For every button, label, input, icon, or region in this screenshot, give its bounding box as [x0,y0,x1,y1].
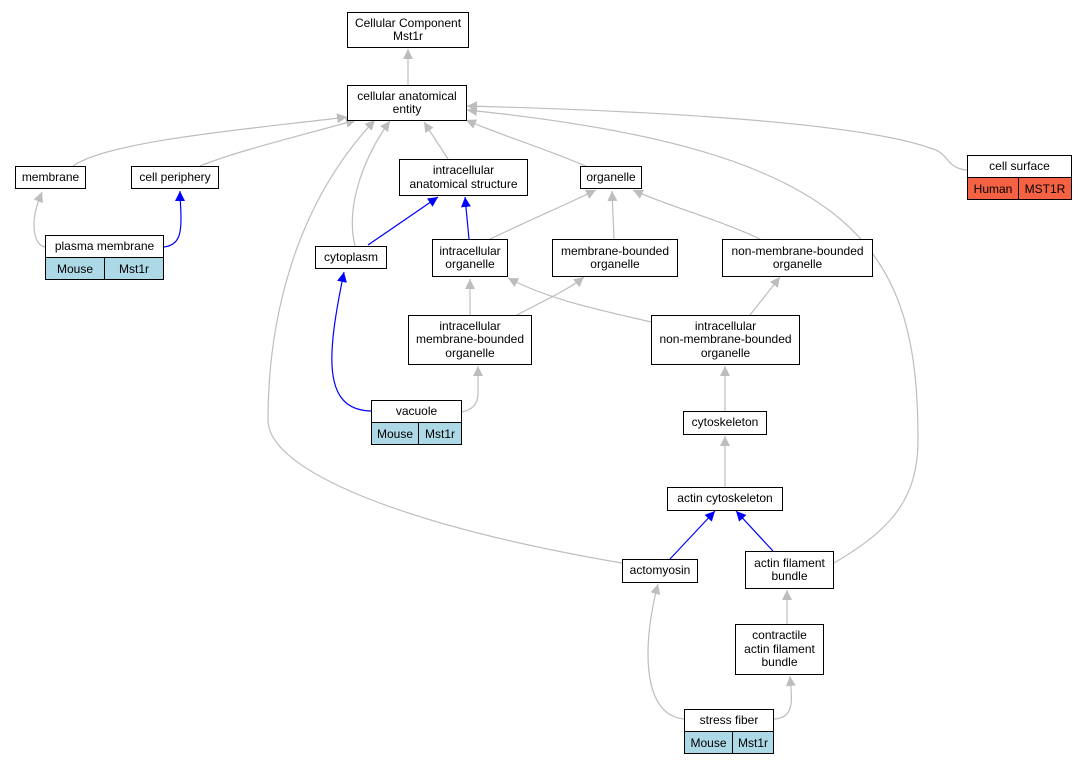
node-cell-periphery[interactable]: cell periphery [131,166,219,189]
edge-actomyosin-actincyto [669,510,716,560]
edge-cytoplasm-ias [367,196,439,246]
edge-stressfiber-actomyosin [647,583,685,720]
annotation-stress-fiber: Mouse Mst1r [684,731,774,754]
node-stress-fiber[interactable]: stress fiber [684,709,774,732]
edge-cellperiphery-cae [199,117,357,167]
edge-io-organelle [489,189,597,240]
edge-vacuole-cytoplasm [331,271,372,412]
edge-mbo-organelle [607,190,618,240]
edge-afb-actincyto [735,510,774,552]
node-cytoskeleton[interactable]: cytoskeleton [683,411,767,435]
edge-membrane-cae [72,113,348,167]
edge-actomyosin-cae [267,119,623,564]
node-intracellular-organelle[interactable]: intracellular organelle [432,239,508,277]
node-contractile-actin-filament-bundle[interactable]: contractile actin filament bundle [735,624,824,675]
node-membrane-bounded-organelle[interactable]: membrane-bounded organelle [552,239,678,277]
gene-cell: Mst1r [419,422,462,445]
edge-plasmamembrane-cellperiphery [163,190,186,248]
node-cell-surface[interactable]: cell surface [967,155,1072,178]
species-cell: Mouse [371,422,419,445]
edge-afb-cae [466,106,919,564]
node-vacuole[interactable]: vacuole [371,400,462,423]
edge-io-ias [460,196,471,240]
node-organelle[interactable]: organelle [580,166,642,189]
edge-organelle-cae [465,119,591,169]
species-cell: Mouse [684,731,733,754]
gene-cell: MST1R [1019,177,1072,200]
annotation-vacuole: Mouse Mst1r [371,422,462,445]
edge-cytoplasm-cae [351,120,391,247]
node-non-membrane-bounded-organelle[interactable]: non-membrane-bounded organelle [722,239,873,277]
species-cell: Mouse [45,257,105,280]
node-actomyosin[interactable]: actomyosin [622,559,698,583]
node-actin-filament-bundle[interactable]: actin filament bundle [745,551,834,589]
node-intracellular-non-membrane-bounded-organelle[interactable]: intracellular non-membrane-bounded organ… [651,315,800,365]
node-cytoplasm[interactable]: cytoplasm [315,246,387,269]
node-actin-cytoskeleton[interactable]: actin cytoskeleton [667,487,783,511]
edge-cellsurface-cae [466,101,968,171]
edge-vacuole-imbo [461,366,483,413]
edge-inmbo-nmbo [749,276,781,316]
edge-plasmamembrane-membrane [33,191,47,248]
edge-imbo-mbo [514,276,585,317]
annotation-plasma-membrane: Mouse Mst1r [45,257,164,280]
edge-stressfiber-cafb [773,675,796,720]
node-intracellular-anatomical-structure[interactable]: intracellular anatomical structure [399,159,528,196]
gene-cell: Mst1r [105,257,164,280]
edge-ias-cae [423,121,449,160]
annotation-cell-surface: Human MST1R [967,177,1072,200]
node-membrane[interactable]: membrane [15,166,86,189]
gene-cell: Mst1r [733,731,774,754]
edge-inmbo-io [507,277,652,323]
node-plasma-membrane[interactable]: plasma membrane [45,235,164,258]
species-cell: Human [967,177,1019,200]
edge-nmbo-organelle [632,189,761,240]
node-intracellular-membrane-bounded-organelle[interactable]: intracellular membrane-bounded organelle [408,315,532,365]
node-cellular-component[interactable]: Cellular Component Mst1r [347,12,469,48]
node-cellular-anatomical-entity[interactable]: cellular anatomical entity [347,85,467,121]
